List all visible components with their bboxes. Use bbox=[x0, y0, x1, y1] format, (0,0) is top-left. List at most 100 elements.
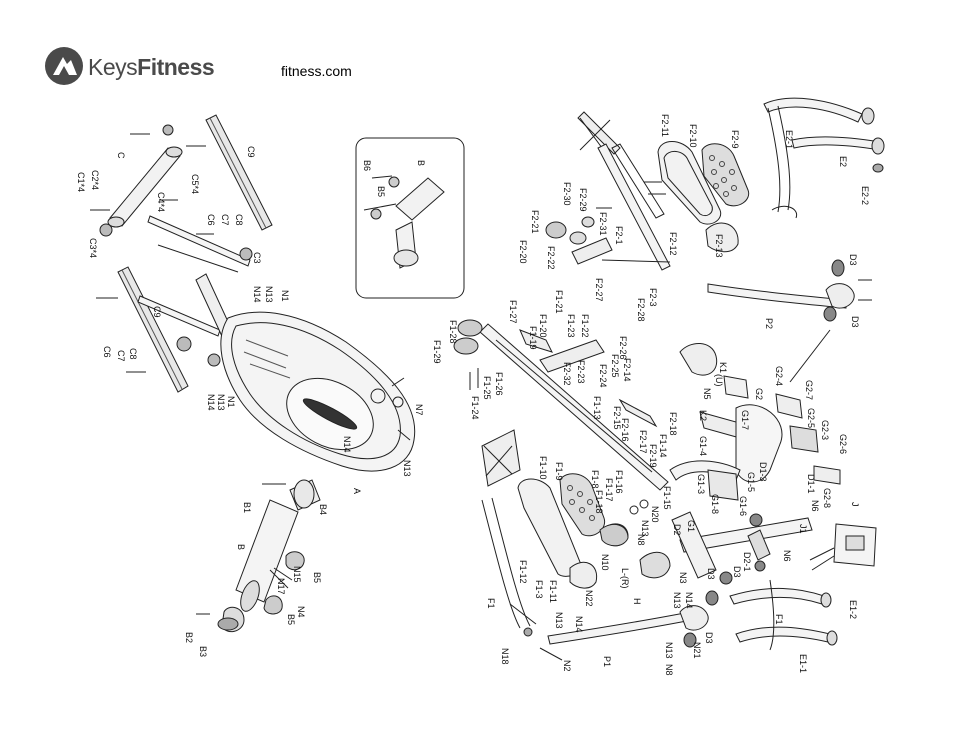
label-N1b: N1 bbox=[226, 396, 236, 408]
label-N6-a: N6 bbox=[810, 500, 820, 512]
label-F2-12: F2-12 bbox=[668, 232, 678, 256]
label-F1-17: F1-17 bbox=[604, 478, 614, 502]
label-C1x4: C1*4 bbox=[76, 172, 86, 192]
label-F2-23: F2-23 bbox=[576, 360, 586, 384]
label-F2-22: F2-22 bbox=[546, 246, 556, 270]
label-F2-15: F2-15 bbox=[612, 406, 622, 430]
label-F2-31: F2-31 bbox=[598, 212, 608, 236]
label-L-R: L-(R) bbox=[620, 568, 630, 589]
label-G1-8: G1-8 bbox=[710, 494, 720, 514]
label-N17: N17 bbox=[276, 578, 286, 595]
label-C7a: C7 bbox=[220, 214, 230, 226]
label-N22: N22 bbox=[584, 590, 594, 607]
label-N13a: N13 bbox=[264, 286, 274, 303]
label-B-inset: B bbox=[416, 160, 426, 166]
label-D3-a: D3 bbox=[848, 254, 858, 266]
shroud-group bbox=[220, 311, 416, 472]
label-G2-8: G2-8 bbox=[822, 488, 832, 508]
label-F1-12: F1-12 bbox=[518, 560, 528, 584]
label-G1-4: G1-4 bbox=[698, 436, 708, 456]
label-N14-e: N14 bbox=[684, 592, 694, 609]
label-B5-inset: B5 bbox=[376, 186, 386, 197]
label-N14b: N14 bbox=[206, 394, 216, 411]
pivot-p1-group bbox=[547, 590, 719, 648]
label-K1: K1 bbox=[718, 362, 728, 373]
label-F2-13: F2-13 bbox=[714, 234, 724, 258]
label-F1-16: F1-16 bbox=[614, 470, 624, 494]
label-C9b: C9 bbox=[152, 306, 162, 318]
label-C4x4: C4*4 bbox=[156, 192, 166, 212]
label-D1-3: D1-3 bbox=[758, 462, 768, 482]
label-F1-21: F1-21 bbox=[554, 290, 564, 314]
label-F1-25: F1-25 bbox=[482, 376, 492, 400]
label-N5: N5 bbox=[702, 388, 712, 400]
label-D3-e: D3 bbox=[704, 632, 714, 644]
label-F1-10: F1-10 bbox=[538, 456, 548, 480]
label-G2: G2 bbox=[754, 388, 764, 400]
label-F1-28: F1-28 bbox=[448, 320, 458, 344]
label-G1-6: G1-6 bbox=[738, 496, 748, 516]
label-N13-d: N13 bbox=[640, 520, 650, 537]
label-F2-24: F2-24 bbox=[598, 364, 608, 388]
label-C3x4: C3*4 bbox=[88, 238, 98, 258]
label-N20: N20 bbox=[650, 506, 660, 523]
label-F1-8: F1-8 bbox=[590, 470, 600, 489]
label-N13-g: N13 bbox=[664, 642, 674, 659]
brand-logo: KeysFitness bbox=[44, 46, 215, 86]
label-F2-10: F2-10 bbox=[688, 124, 698, 148]
label-J: J bbox=[850, 502, 860, 507]
label-F2-25: F2-25 bbox=[610, 354, 620, 378]
label-F2-30: F2-30 bbox=[562, 182, 572, 206]
label-C7b: C7 bbox=[116, 350, 126, 362]
label-N13-f: N13 bbox=[672, 592, 682, 609]
label-F1-27: F1-27 bbox=[508, 300, 518, 324]
label-C2x4: C2*4 bbox=[90, 170, 100, 190]
label-B5-a: B5 bbox=[312, 572, 322, 583]
label-F1-24: F1-24 bbox=[470, 396, 480, 420]
label-N8-a: N8 bbox=[636, 534, 646, 546]
label-G1-7: G1-7 bbox=[740, 410, 750, 430]
label-F2-29: F2-29 bbox=[578, 188, 588, 212]
label-F2-27: F2-27 bbox=[594, 278, 604, 302]
label-C8b: C8 bbox=[128, 348, 138, 360]
label-F1-22: F1-22 bbox=[580, 314, 590, 338]
label-N2: N2 bbox=[562, 660, 572, 672]
label-B3: B3 bbox=[198, 646, 208, 657]
label-J1: J1 bbox=[798, 524, 808, 534]
label-F2-9: F2-9 bbox=[730, 130, 740, 149]
label-E1-1: E1-1 bbox=[798, 654, 808, 673]
upper-handle-e2 bbox=[763, 97, 885, 219]
keys-fitness-logo-icon bbox=[45, 47, 83, 85]
label-N13c: N13 bbox=[402, 460, 412, 477]
label-G2-3: G2-3 bbox=[820, 420, 830, 440]
label-N1a: N1 bbox=[280, 290, 290, 302]
label-C6a: C6 bbox=[206, 214, 216, 226]
label-F1-9: F1-9 bbox=[554, 462, 564, 481]
label-N14a: N14 bbox=[252, 286, 262, 303]
label-C6b: C6 bbox=[102, 346, 112, 358]
base-frame-group bbox=[90, 114, 273, 393]
label-G2-4: G2-4 bbox=[774, 366, 784, 386]
label-F2-21: F2-21 bbox=[530, 210, 540, 234]
label-N7: N7 bbox=[414, 404, 424, 416]
label-C9a: C9 bbox=[246, 146, 256, 158]
label-H: H bbox=[632, 598, 642, 605]
label-D3-c: D3 bbox=[732, 566, 742, 578]
label-N15: N15 bbox=[292, 566, 302, 583]
label-N13-e: N13 bbox=[554, 612, 564, 629]
detail-inset-box bbox=[355, 137, 465, 299]
label-G2-7: G2-7 bbox=[804, 380, 814, 400]
label-K2: K2 bbox=[698, 410, 708, 421]
label-G2-6: G2-6 bbox=[838, 434, 848, 454]
label-N6-b: N6 bbox=[782, 550, 792, 562]
label-C8a: C8 bbox=[234, 214, 244, 226]
label-F2-14: F2-14 bbox=[622, 358, 632, 382]
inset-parts bbox=[363, 175, 445, 269]
label-F2-3: F2-3 bbox=[648, 288, 658, 307]
label-F2-16: F2-16 bbox=[620, 418, 630, 442]
label-F2-20: F2-20 bbox=[518, 240, 528, 264]
label-F1-b: F1 bbox=[774, 614, 784, 625]
website-label: fitness.com bbox=[281, 63, 352, 79]
label-E2-2: E2-2 bbox=[860, 186, 870, 205]
label-U: (U) bbox=[714, 374, 724, 387]
